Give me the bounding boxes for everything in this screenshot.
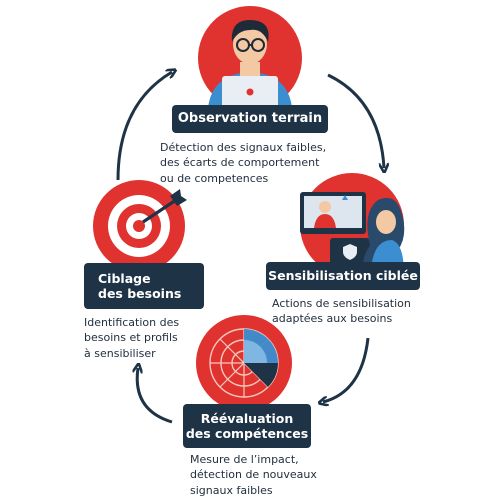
- radar-chart-icon: [196, 315, 292, 411]
- step-observation-label: Observation terrain: [172, 105, 328, 133]
- cycle-arrow-bottom-right: [323, 337, 370, 402]
- step-reevaluation-description: Mesure de l’impact, détection de nouveau…: [190, 453, 317, 497]
- step-sensibilisation-label: Sensibilisation ciblée: [266, 262, 420, 290]
- person-laptop-icon: [198, 6, 302, 112]
- cycle-arrow-bottom-left: [137, 368, 173, 424]
- target-arrow-icon: [93, 180, 187, 272]
- step-reevaluation-label: Réévaluation des compétences: [183, 404, 311, 448]
- cycle-arrow-top-left: [116, 72, 172, 181]
- step-observation-description: Détection des signaux faibles, des écart…: [160, 141, 327, 185]
- step-sensibilisation-title: Sensibilisation ciblée: [268, 268, 418, 284]
- cycle-arrow-top-right: [327, 73, 384, 168]
- step-ciblage-title: Ciblage des besoins: [98, 270, 182, 301]
- step-reevaluation-title: Réévaluation des compétences: [185, 410, 309, 441]
- step-sensibilisation-description: Actions de sensibilisation adaptées aux …: [272, 297, 411, 326]
- video-training-icon: [300, 173, 405, 277]
- step-ciblage-description: Identification des besoins et profils à …: [84, 316, 180, 360]
- step-observation-title: Observation terrain: [177, 111, 323, 127]
- step-ciblage-label: Ciblage des besoins: [84, 263, 204, 309]
